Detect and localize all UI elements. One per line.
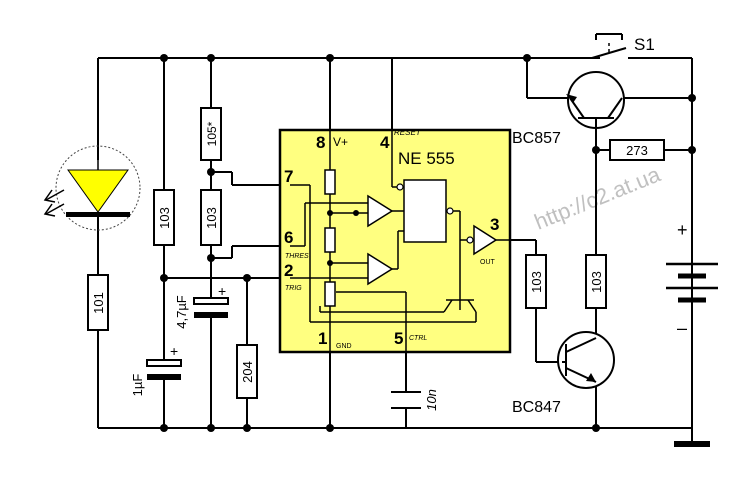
svg-text:GND: GND	[336, 343, 352, 350]
svg-text:273: 273	[626, 143, 648, 158]
ne555-chip: NE 555 8 V+ 4 RESET 7 6 THRES 2 TRIG 1 G…	[278, 128, 512, 354]
ground-icon	[674, 428, 710, 447]
svg-text:RESET: RESET	[394, 128, 422, 137]
wires	[97, 57, 693, 429]
resistor-103-left: 103	[153, 189, 175, 246]
svg-text:204: 204	[240, 361, 255, 383]
svg-text:THRES: THRES	[285, 253, 309, 260]
svg-text:10n: 10n	[424, 389, 439, 411]
svg-text:BC857: BC857	[512, 130, 561, 147]
resistor-105: 105*	[200, 107, 222, 161]
chip-name: NE 555	[398, 149, 455, 168]
watermark-text: http://c2.at.ua	[531, 161, 665, 234]
capacitor-10n: 10n	[391, 389, 439, 411]
transistor-bc847: BC847	[512, 331, 615, 416]
svg-text:103: 103	[589, 271, 604, 293]
svg-text:BC847: BC847	[512, 399, 561, 416]
battery: + –	[666, 58, 718, 338]
svg-text:103: 103	[529, 271, 544, 293]
svg-text:CTRL: CTRL	[409, 335, 427, 342]
svg-text:+: +	[170, 343, 178, 359]
transistor-bc857: BC857	[512, 71, 625, 147]
svg-text:+: +	[677, 220, 688, 240]
svg-text:V+: V+	[333, 135, 348, 149]
svg-text:101: 101	[91, 292, 106, 314]
svg-text:103: 103	[204, 207, 219, 229]
capacitor-1uf: + 1µF	[130, 343, 182, 397]
svg-text:4,7µF: 4,7µF	[174, 295, 189, 329]
svg-text:5: 5	[394, 329, 403, 348]
svg-text:6: 6	[284, 228, 293, 247]
resistor-103-right: 103	[585, 254, 607, 309]
svg-text:+: +	[218, 283, 226, 299]
photo-led	[43, 145, 141, 231]
svg-text:TRIG: TRIG	[285, 285, 302, 292]
svg-text:–: –	[677, 318, 687, 338]
capacitor-4-7uf: + 4,7µF	[174, 283, 229, 329]
resistor-103-mid: 103	[200, 189, 222, 246]
svg-text:3: 3	[490, 215, 499, 234]
resistor-101: 101	[87, 274, 109, 331]
svg-text:OUT: OUT	[480, 259, 496, 266]
svg-text:S1: S1	[634, 35, 655, 54]
svg-text:1µF: 1µF	[130, 374, 145, 397]
svg-text:2: 2	[284, 261, 293, 280]
svg-text:105*: 105*	[205, 121, 219, 146]
resistor-103-out: 103	[525, 254, 547, 309]
resistor-204: 204	[236, 344, 258, 399]
switch-s1: S1	[591, 33, 655, 59]
svg-text:1: 1	[318, 329, 327, 348]
svg-text:8: 8	[316, 133, 325, 152]
resistor-273: 273	[609, 139, 665, 161]
svg-text:103: 103	[157, 207, 172, 229]
svg-text:7: 7	[284, 167, 293, 186]
svg-text:4: 4	[380, 133, 390, 152]
